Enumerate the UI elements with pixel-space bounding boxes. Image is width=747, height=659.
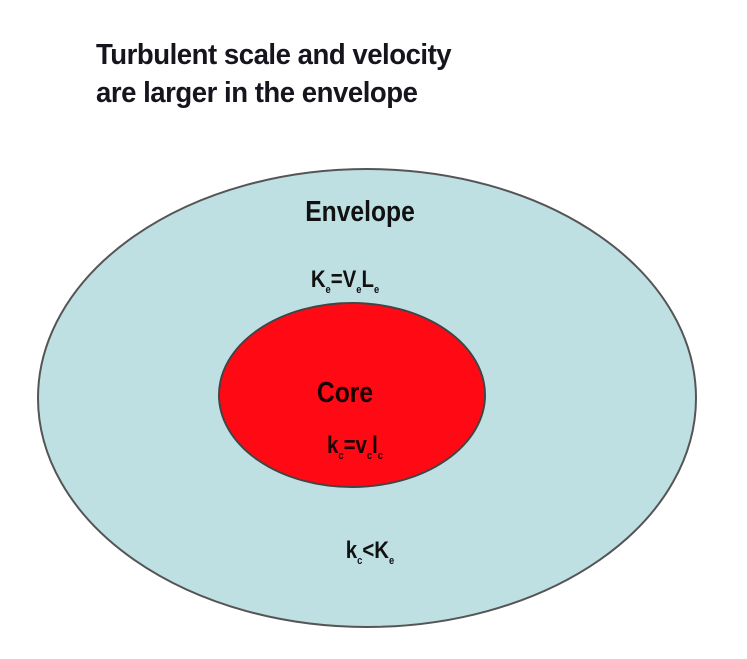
core-formula: kc=vclc — [327, 432, 383, 462]
core-label: Core — [316, 377, 374, 409]
core-ellipse — [218, 302, 486, 488]
envelope-label: Envelope — [305, 196, 415, 228]
relation-formula: kc<Ke — [345, 537, 395, 567]
title-line-1: Turbulent scale and velocity — [96, 39, 452, 71]
envelope-formula: Ke=VeLe — [310, 266, 380, 296]
diagram-title: Turbulent scale and velocity are larger … — [96, 36, 452, 112]
title-line-2: are larger in the envelope — [96, 77, 418, 109]
